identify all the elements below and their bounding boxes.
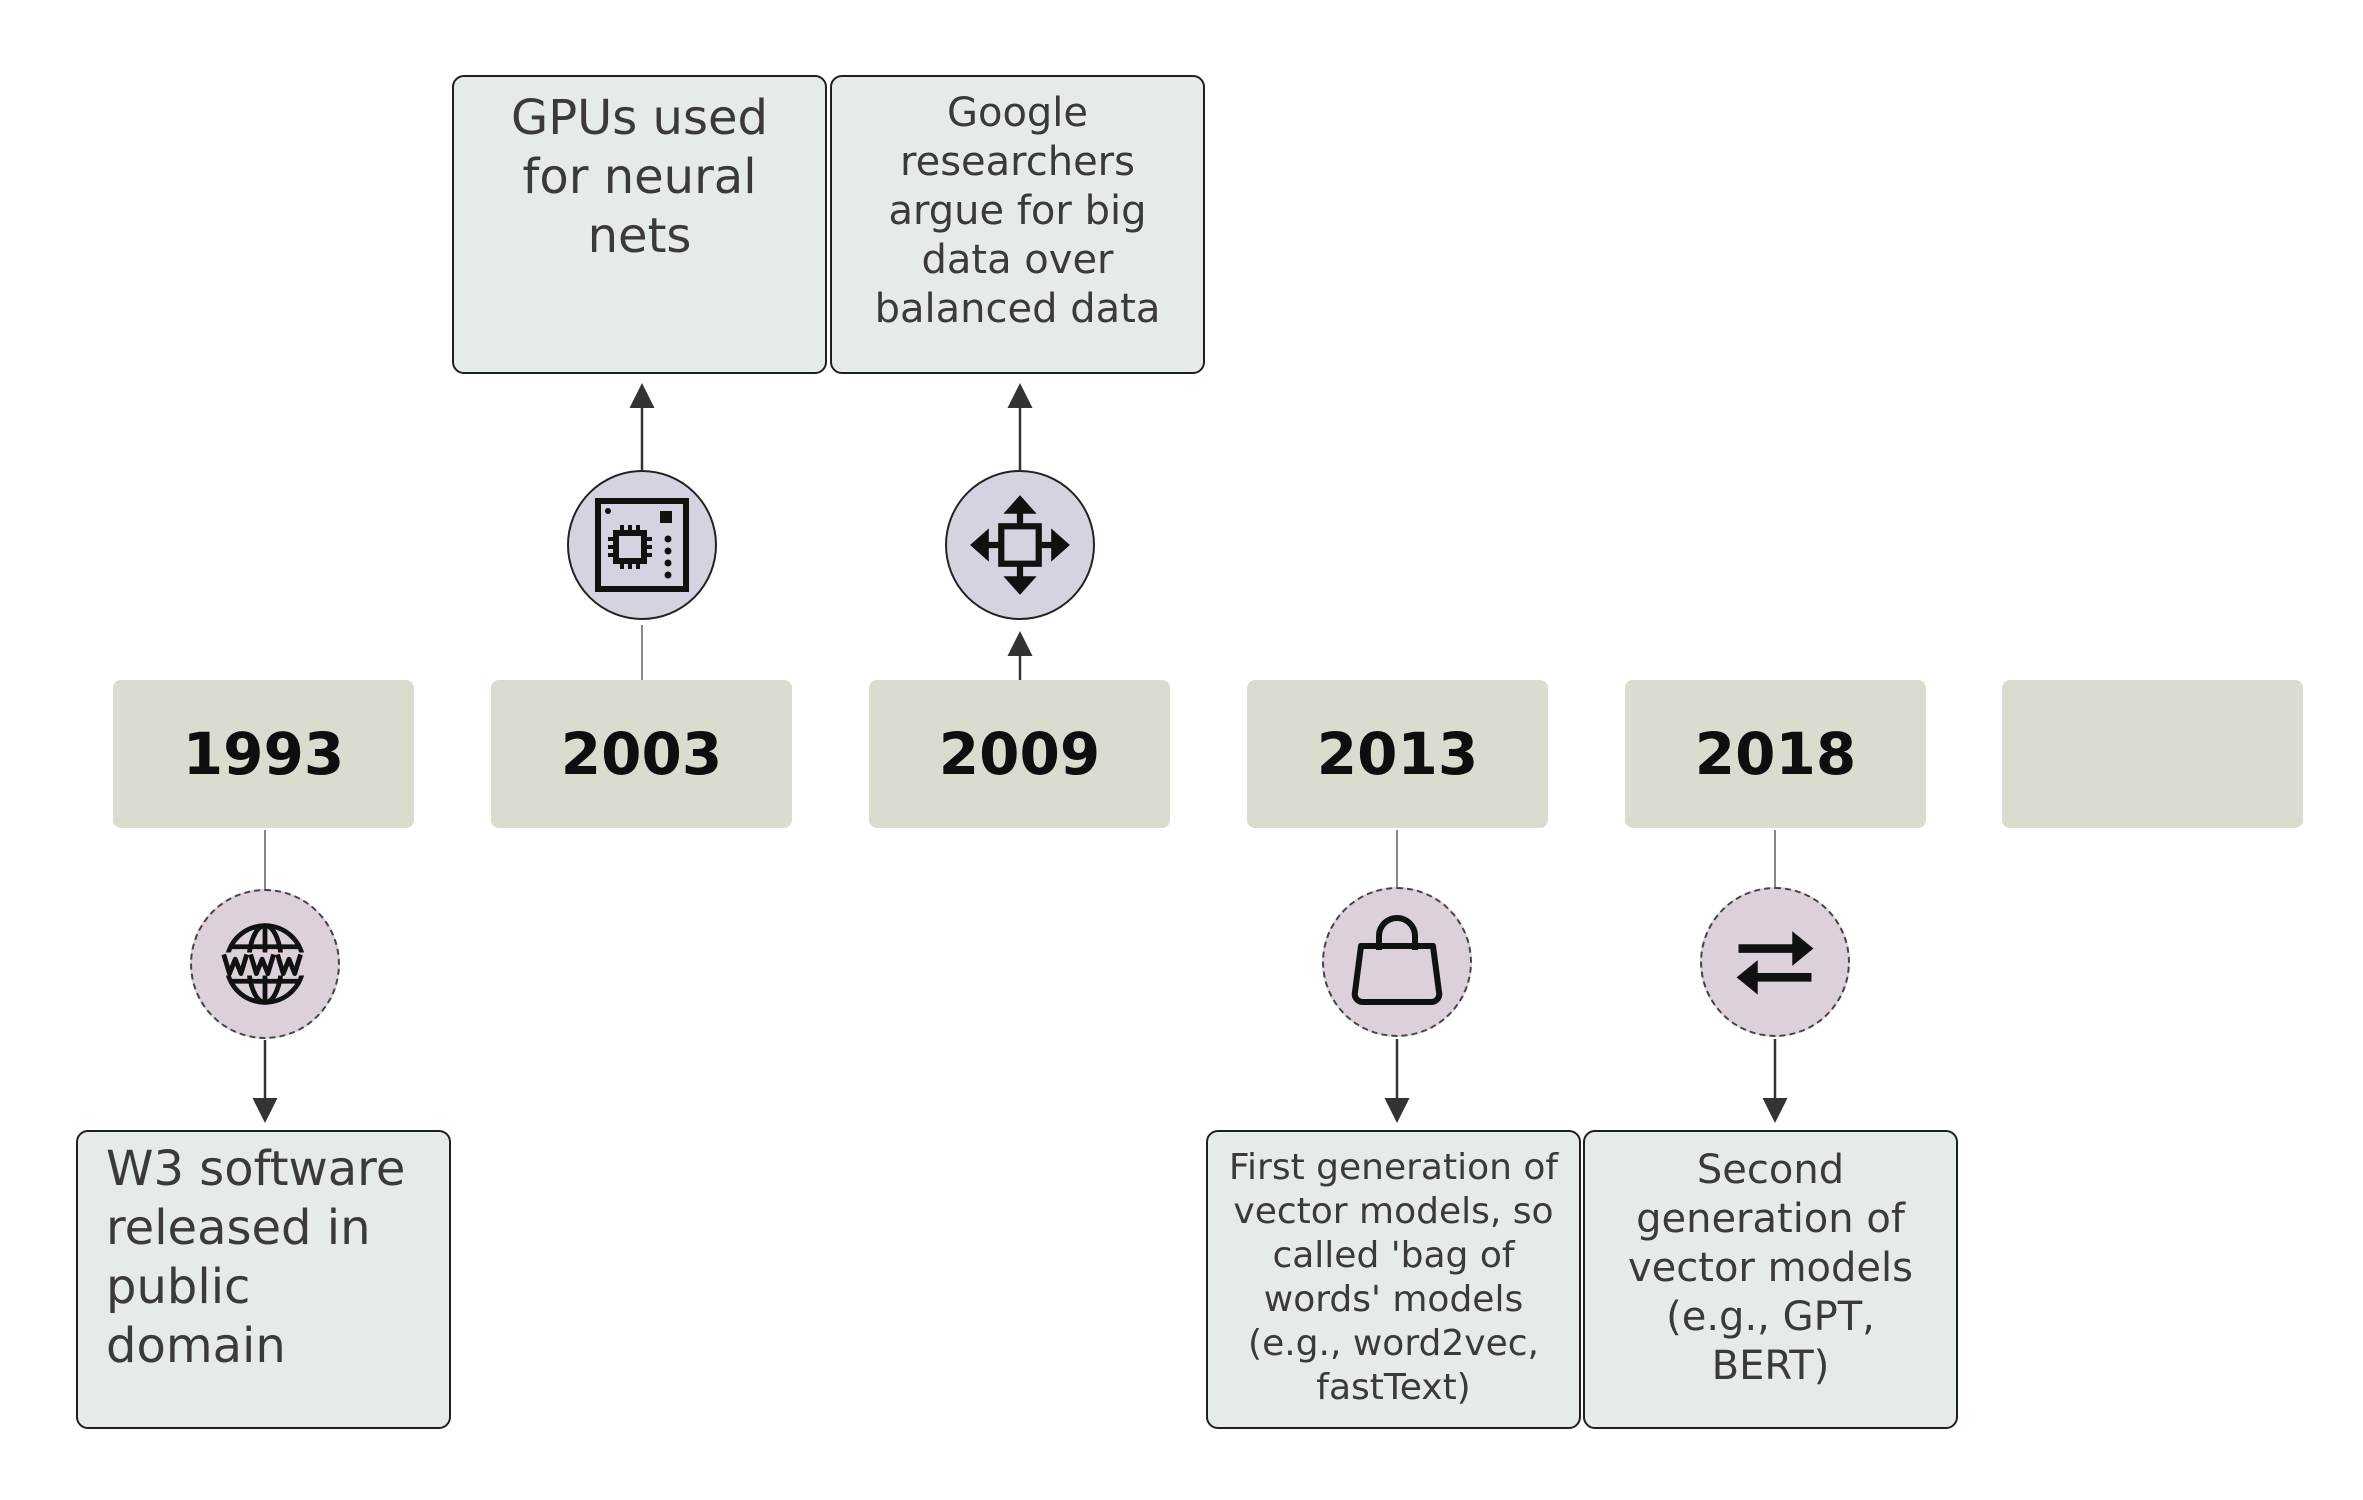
shopping-bag-icon [1351, 915, 1443, 1005]
event-icon-2018 [1700, 887, 1850, 1037]
year-label: 1993 [182, 720, 345, 788]
year-box-2018: 2018 [1625, 680, 1926, 828]
year-label: 2018 [1694, 720, 1857, 788]
event-icon-2009 [945, 470, 1095, 620]
event-note-text: Second generation of vector models (e.g.… [1628, 1147, 1913, 1389]
move-arrows-icon [970, 495, 1070, 595]
year-box-1993: 1993 [113, 680, 414, 828]
year-box-2003: 2003 [491, 680, 792, 828]
year-box-2013: 2013 [1247, 680, 1548, 828]
event-note-text: Google researchers argue for big data ov… [874, 90, 1161, 332]
event-note-text: First generation of vector models, so ca… [1228, 1147, 1559, 1408]
event-icon-2013 [1322, 887, 1472, 1037]
event-icon-1993 [190, 889, 340, 1039]
event-note-text: GPUs used for neural nets [511, 90, 768, 264]
event-note-2013: First generation of vector models, so ca… [1206, 1130, 1581, 1429]
www-globe-icon [220, 923, 310, 1005]
event-icon-2003 [567, 470, 717, 620]
swap-arrows-icon [1736, 931, 1814, 995]
circuit-board-chip-icon [595, 498, 689, 592]
event-note-2009: Google researchers argue for big data ov… [830, 75, 1205, 374]
event-note-2018: Second generation of vector models (e.g.… [1583, 1130, 1958, 1429]
event-note-2003: GPUs used for neural nets [452, 75, 827, 374]
year-label: 2009 [938, 720, 1101, 788]
year-label: 2003 [560, 720, 723, 788]
year-box-empty [2002, 680, 2303, 828]
year-box-2009: 2009 [869, 680, 1170, 828]
event-note-1993: W3 software released in public domain [76, 1130, 451, 1429]
year-label: 2013 [1316, 720, 1479, 788]
event-note-text: W3 software released in public domain [106, 1141, 406, 1374]
